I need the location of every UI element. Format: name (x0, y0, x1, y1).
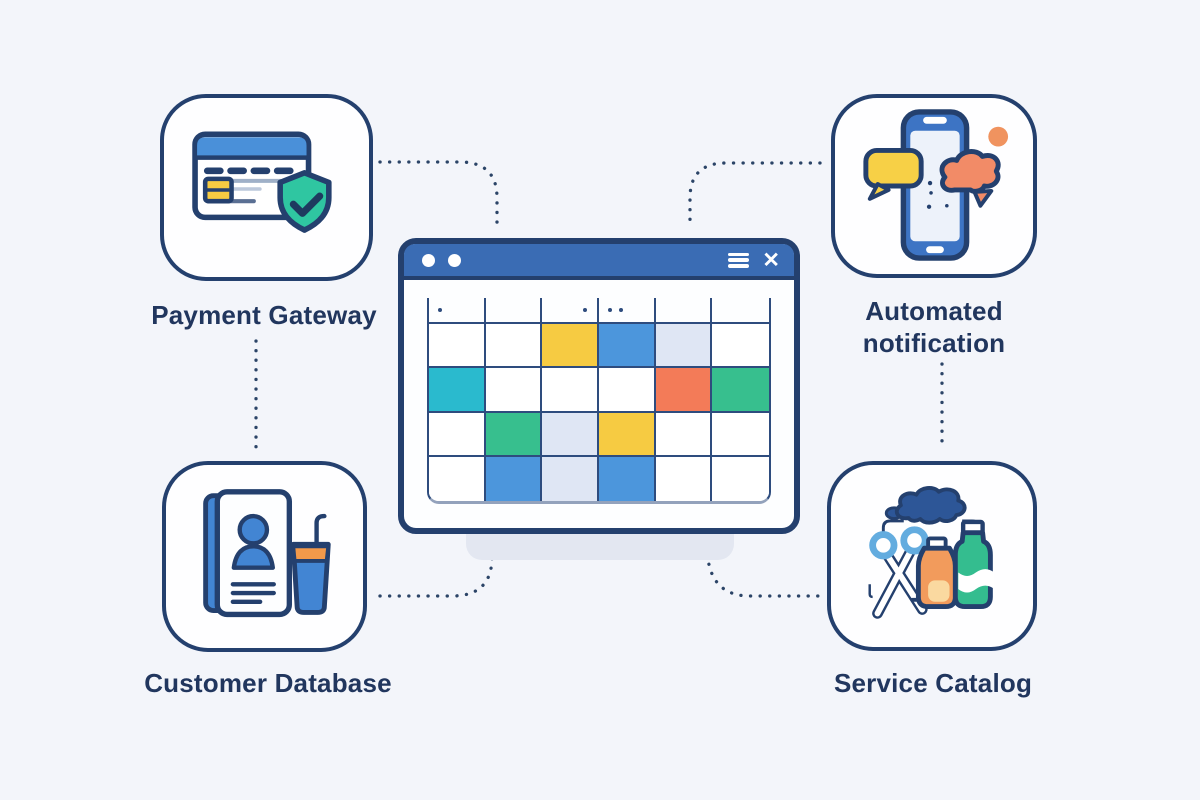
calendar-cell-white[interactable] (712, 324, 769, 369)
cup-straw (313, 513, 327, 545)
window-dot (448, 253, 461, 267)
window-content (404, 280, 794, 524)
connector-notification-to-window (688, 161, 822, 228)
node-label-service-catalog: Service Catalog (833, 668, 1033, 698)
scissors-bottles-icon (868, 486, 995, 619)
calendar-cell-yellow[interactable] (542, 324, 599, 369)
chat-bubble-orange (939, 149, 1001, 194)
calendar-header-cell (542, 298, 599, 324)
window-titlebar: ✕ (404, 244, 794, 280)
node-service-catalog (827, 461, 1037, 651)
window-shadow (466, 530, 734, 560)
calendar-cell-lavender[interactable] (542, 412, 599, 457)
calendar-cell-blue[interactable] (485, 456, 543, 501)
chat-bubble-yellow (863, 147, 924, 189)
node-automated-notification (831, 94, 1037, 278)
calendar-cell-teal[interactable] (429, 368, 486, 413)
calendar-cell-lavender[interactable] (655, 324, 713, 369)
calendar-cell-orange[interactable] (655, 368, 713, 413)
calendar-cell-white[interactable] (485, 324, 543, 369)
calendar-header-cell (655, 298, 713, 324)
node-label-payment-gateway: Payment Gateway (151, 300, 377, 330)
credit-card-shield-icon (191, 131, 332, 233)
calendar-cell-green[interactable] (712, 368, 769, 413)
notification-dot (988, 126, 1009, 147)
calendar-cell-green[interactable] (485, 412, 543, 457)
check-icon (289, 192, 323, 217)
calendar-cell-white[interactable] (429, 412, 486, 457)
calendar-grid (427, 298, 771, 504)
node-label-customer-database: Customer Database (144, 668, 392, 698)
window-dots (422, 253, 461, 267)
calendar-cell-white[interactable] (485, 368, 543, 413)
card-header-bar (196, 136, 307, 157)
node-customer-database (162, 461, 367, 652)
id-card-cup-icon (202, 488, 331, 617)
calendar-cell-white[interactable] (429, 324, 486, 369)
node-label-automated-notification: Automated notification (862, 296, 1006, 358)
node-payment-gateway (160, 94, 373, 281)
phone-chat-icon (863, 109, 1009, 261)
connector-payment-to-window (378, 160, 499, 228)
calendar-cell-blue[interactable] (599, 324, 656, 369)
calendar-header-cell (599, 298, 656, 324)
calendar-cell-yellow[interactable] (599, 412, 656, 457)
calendar-header-cell (429, 298, 486, 324)
calendar-header-cell (485, 298, 543, 324)
cloud-icon (894, 486, 967, 525)
calendar-cell-blue[interactable] (599, 456, 656, 501)
close-icon[interactable]: ✕ (762, 248, 780, 272)
calendar-cell-white[interactable] (655, 412, 713, 457)
calendar-header-cell (712, 298, 769, 324)
calendar-cell-white[interactable] (712, 456, 769, 501)
window-dot (422, 253, 435, 267)
calendar-cell-white[interactable] (655, 456, 713, 501)
calendar-cell-white[interactable] (542, 368, 599, 413)
person-icon (237, 513, 269, 546)
calendar-cell-white[interactable] (712, 412, 769, 457)
hamburger-icon[interactable] (728, 252, 750, 268)
calendar-cell-white[interactable] (429, 456, 486, 501)
orange-bottle-icon (915, 536, 958, 610)
calendar-window: ✕ (398, 238, 800, 534)
shield-icon (276, 169, 332, 233)
green-bottle-icon (952, 519, 995, 610)
cup-band (290, 543, 330, 563)
calendar-cell-lavender[interactable] (542, 456, 599, 501)
calendar-cell-white[interactable] (599, 368, 656, 413)
